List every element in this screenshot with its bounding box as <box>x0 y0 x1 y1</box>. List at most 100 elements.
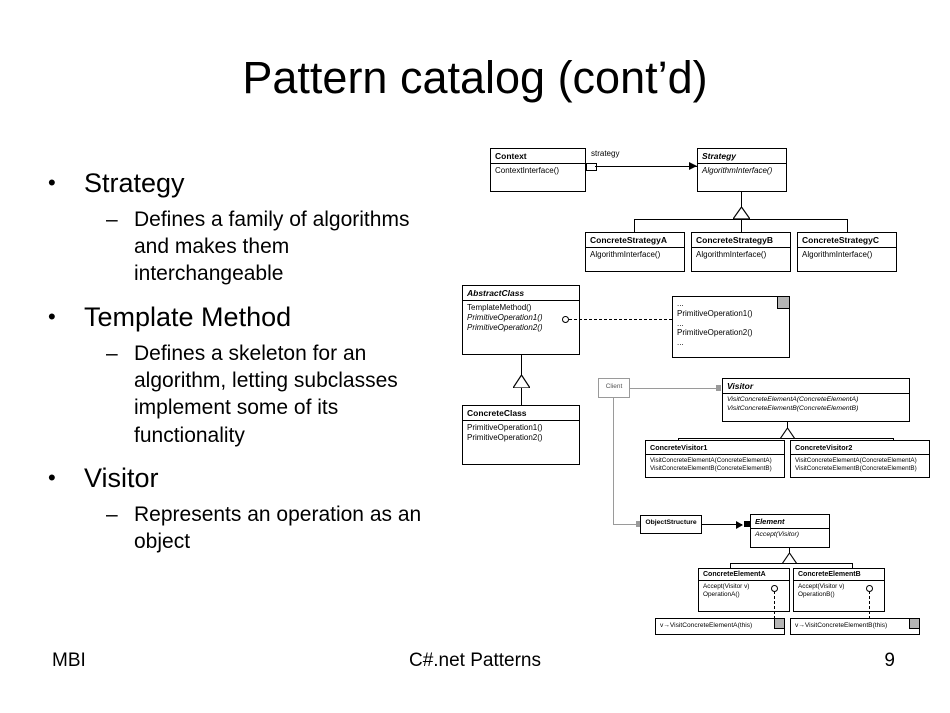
uml-class-objectstructure: ObjectStructure <box>640 515 702 534</box>
note-line: v→VisitConcreteElementA(this) <box>660 622 753 629</box>
uml-member: AlgorithmInterface() <box>702 166 773 175</box>
uml-class-abstractclass: AbstractClass TemplateMethod() Primitive… <box>462 285 580 355</box>
generalization-drop <box>852 563 854 572</box>
uml-member: PrimitiveOperation1() <box>467 313 543 323</box>
bullet-glyph: • <box>48 464 56 490</box>
pattern-name-template-method: Template Method <box>84 301 292 332</box>
client-objectstructure-line <box>613 398 615 525</box>
uml-members: TemplateMethod() PrimitiveOperation1() P… <box>463 301 579 336</box>
generalization-triangle-icon <box>782 553 797 564</box>
uml-class-name: ObjectStructure <box>645 519 697 526</box>
generalization-line <box>521 388 523 405</box>
note-line: ... <box>677 299 684 308</box>
uml-member: Accept(Visitor v) <box>798 583 845 590</box>
uml-class-concretestrategyb: ConcreteStrategyB AlgorithmInterface() <box>691 232 791 272</box>
uml-class-name: Visitor <box>723 379 909 394</box>
note-line: PrimitiveOperation1() <box>677 308 753 318</box>
uml-member: PrimitiveOperation2() <box>467 323 543 333</box>
uml-class-context: Context ContextInterface() <box>490 148 586 192</box>
uml-members: VisitConcreteElementA(ConcreteElementA) … <box>723 394 909 415</box>
list-item: – Represents an operation as an object <box>48 501 448 556</box>
generalization-triangle-icon <box>780 428 795 439</box>
uml-member: TemplateMethod() <box>467 303 532 312</box>
generalization-drop <box>730 563 732 572</box>
generalization-line <box>789 548 791 555</box>
uml-member: OperationB() <box>798 591 835 599</box>
bullet-list: • Strategy – Defines a family of algorit… <box>48 168 448 555</box>
note-fold-icon <box>777 297 789 309</box>
uml-members: Accept(Visitor v) OperationA() <box>699 581 789 601</box>
note-line: PrimitiveOperation2() <box>677 328 753 338</box>
uml-members: VisitConcreteElementA(ConcreteElementA) … <box>791 455 929 475</box>
slide-number: 9 <box>884 650 895 671</box>
uml-class-name: AbstractClass <box>463 286 579 301</box>
uml-members: AlgorithmInterface() <box>692 248 790 262</box>
uml-members: AlgorithmInterface() <box>698 164 786 178</box>
uml-class-concretevisitor1: ConcreteVisitor1 VisitConcreteElementA(C… <box>645 440 785 478</box>
bullet-glyph: • <box>48 170 56 195</box>
uml-class-concretestrategya: ConcreteStrategyA AlgorithmInterface() <box>585 232 685 272</box>
association-label: strategy <box>591 149 620 158</box>
pattern-desc-strategy: Defines a family of algorithms and makes… <box>134 207 410 286</box>
uml-class-strategy: Strategy AlgorithmInterface() <box>697 148 787 192</box>
uml-class-concreteclass: ConcreteClass PrimitiveOperation1() Prim… <box>462 405 580 465</box>
uml-member: VisitConcreteElementA(ConcreteElementA) <box>795 457 917 464</box>
uml-member: Accept(Visitor v) <box>703 583 750 590</box>
pattern-desc-template-method: Defines a skeleton for an algorithm, let… <box>134 341 398 447</box>
dash-glyph: – <box>106 502 118 526</box>
generalization-drop <box>741 219 743 233</box>
uml-class-name: ConcreteVisitor1 <box>646 441 784 455</box>
uml-class-name: ConcreteClass <box>463 406 579 421</box>
generalization-line <box>787 422 789 430</box>
note-link-line <box>774 591 775 619</box>
list-item: • Template Method <box>48 302 448 334</box>
pattern-name-visitor: Visitor <box>84 462 159 493</box>
slide-footer: MBI C#.net Patterns 9 <box>0 650 950 678</box>
generalization-line <box>741 192 743 210</box>
page-title: Pattern catalog (cont’d) <box>242 52 708 103</box>
note-concreteelementa: v→VisitConcreteElementA(this) <box>655 618 785 635</box>
uml-class-client: Client <box>598 378 630 398</box>
uml-member: VisitConcreteElementB(ConcreteElementB) <box>650 465 772 473</box>
uml-class-name: ConcreteElementB <box>794 569 884 581</box>
uml-member: PrimitiveOperation2() <box>467 433 543 443</box>
pattern-desc-visitor: Represents an operation as an object <box>134 502 422 553</box>
note-fold-icon <box>909 619 919 629</box>
uml-class-name: ConcreteElementA <box>699 569 789 581</box>
uml-member: ContextInterface() <box>495 166 560 175</box>
note-link-line <box>869 591 870 619</box>
generalization-triangle-icon <box>513 375 530 388</box>
uml-member: VisitConcreteElementB(ConcreteElementB) <box>727 404 859 412</box>
arrow-head-icon <box>736 521 743 529</box>
arrow-head-icon <box>689 162 697 170</box>
uml-members: PrimitiveOperation1() PrimitiveOperation… <box>463 421 579 445</box>
uml-member: PrimitiveOperation1() <box>467 423 543 432</box>
generalization-drop <box>634 219 636 233</box>
note-line: ... <box>677 318 684 328</box>
generalization-bar <box>678 438 894 440</box>
list-item: • Strategy <box>48 168 448 200</box>
uml-member: OperationA() <box>703 591 740 599</box>
generalization-line <box>521 355 523 375</box>
dash-glyph: – <box>106 341 118 365</box>
generalization-drop <box>847 219 849 233</box>
uml-class-name: ConcreteStrategyC <box>798 233 896 248</box>
footer-left: MBI <box>52 650 86 671</box>
uml-members: Accept(Visitor v) OperationB() <box>794 581 884 601</box>
uml-members: AlgorithmInterface() <box>798 248 896 262</box>
uml-class-name: Client <box>605 383 623 390</box>
uml-member: Accept(Visitor) <box>755 531 800 538</box>
arrow-head-icon <box>716 385 721 391</box>
uml-class-element: Element Accept(Visitor) <box>750 514 830 548</box>
uml-members: ContextInterface() <box>491 164 585 178</box>
client-objectstructure-line <box>613 524 637 526</box>
arrow-head-icon <box>636 521 641 527</box>
note-template-method: ... PrimitiveOperation1() ... PrimitiveO… <box>672 296 790 358</box>
uml-member: AlgorithmInterface() <box>696 250 767 259</box>
generalization-triangle-icon <box>733 207 750 219</box>
client-visitor-line <box>630 388 716 390</box>
note-line: ... <box>677 338 684 347</box>
uml-class-name: Strategy <box>698 149 786 164</box>
